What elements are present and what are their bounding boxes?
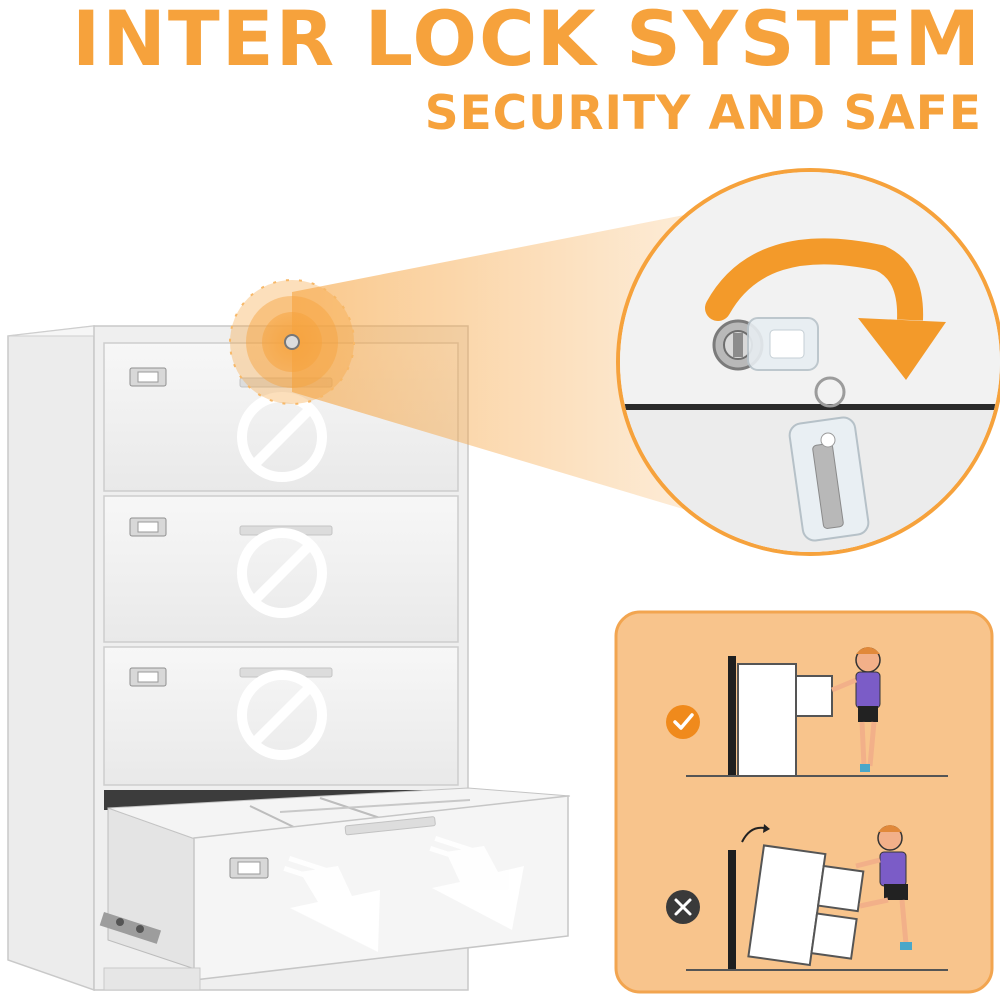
prohibited-icon — [237, 670, 327, 760]
pull-arrow-icon — [283, 856, 380, 952]
check-icon — [666, 705, 700, 739]
rotation-arrow-icon — [705, 238, 946, 380]
lock-keyhole-icon — [284, 334, 300, 350]
cabinet-tipping — [747, 844, 865, 967]
drawer-slide-rail — [99, 912, 162, 944]
prohibited-icon — [237, 528, 327, 618]
cabinet-side-panel — [7, 325, 95, 992]
cabinet-upright — [737, 663, 797, 777]
headline-subtitle: SECURITY AND SAFE — [424, 86, 982, 141]
key-icon — [788, 376, 870, 542]
headline-title: INTER LOCK SYSTEM — [72, 0, 982, 83]
lock-zoom-callout — [616, 168, 1000, 556]
drawer-4-open — [99, 787, 571, 991]
file-cabinet — [7, 325, 571, 992]
lock-cylinder-icon — [712, 317, 819, 371]
prohibited-icon — [237, 392, 327, 482]
incorrect-example — [666, 824, 948, 971]
anti-tilt-safety-panel — [614, 610, 994, 994]
cross-icon — [666, 890, 700, 924]
pull-arrow-icon — [429, 836, 524, 930]
correct-example — [666, 647, 948, 777]
wall — [728, 656, 736, 776]
wall — [728, 850, 736, 970]
zoom-beam — [292, 208, 720, 520]
lock-highlight — [229, 279, 355, 405]
